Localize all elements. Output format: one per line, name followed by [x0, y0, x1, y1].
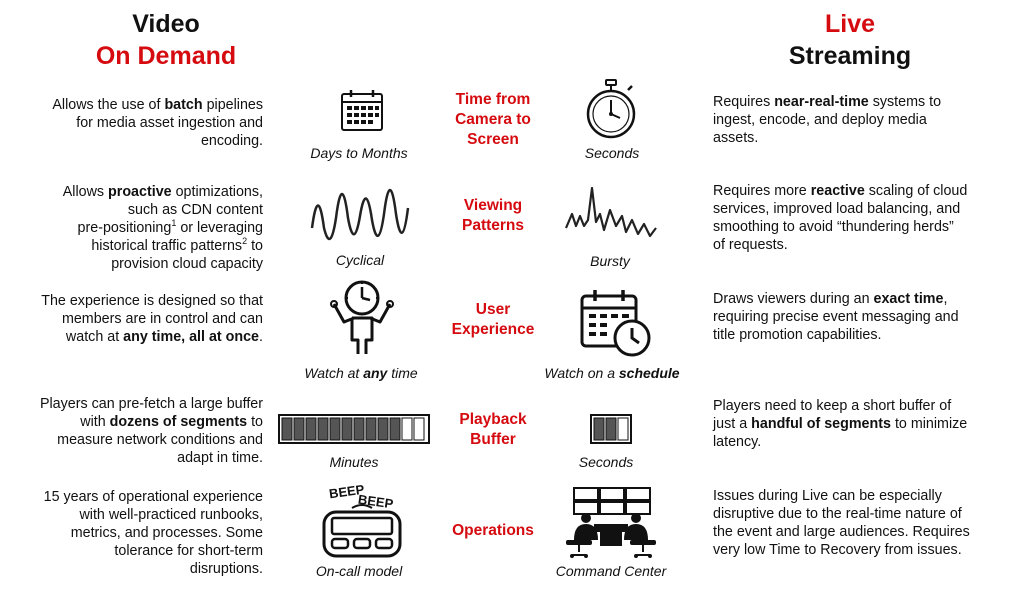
- vod-experience-text: The experience is designed so that membe…: [41, 293, 263, 345]
- live-buffer-text: Players need to keep a short buffer of j…: [713, 398, 968, 450]
- stopwatch-icon: [586, 79, 636, 139]
- live-ingest-text: Requires near-real-time systems to inges…: [713, 94, 942, 146]
- seconds-caption-row1: Seconds: [584, 145, 640, 161]
- calendar-icon: [341, 90, 383, 131]
- days-to-months-caption: Days to Months: [310, 145, 408, 161]
- short-buffer-icon: [590, 414, 632, 444]
- seconds-caption-row4: Seconds: [578, 454, 634, 470]
- live-header-line1: Live: [824, 10, 876, 38]
- minutes-caption: Minutes: [329, 454, 379, 470]
- vod-header-line1: Video: [132, 10, 200, 38]
- bursty-wave-icon: [564, 186, 657, 238]
- vod-header-line2: On Demand: [95, 42, 237, 70]
- live-operations-text: Issues during Live can be especially dis…: [713, 488, 970, 558]
- on-call-model-caption: On-call model: [315, 563, 403, 579]
- vod-viewing-text: Allows proactive optimizations, such as …: [62, 184, 263, 272]
- category-user-experience: User Experience: [451, 301, 535, 338]
- vod-header: Video On Demand: [66, 8, 266, 72]
- long-buffer-icon: [278, 414, 430, 444]
- bursty-caption: Bursty: [590, 253, 630, 269]
- pager-icon: [322, 504, 402, 558]
- vod-ingest-text: Allows the use of batch pipelines for me…: [52, 97, 263, 149]
- cyclical-caption: Cyclical: [335, 252, 385, 268]
- vod-buffer-text: Players can pre-fetch a large buffer wit…: [39, 396, 263, 466]
- command-center-icon: [566, 487, 656, 558]
- person-with-clock-icon: [330, 280, 394, 354]
- category-operations: Operations: [452, 522, 534, 539]
- category-time-to-screen: Time from Camera to Screen: [455, 91, 531, 148]
- category-playback-buffer: Playback Buffer: [459, 411, 527, 448]
- live-experience-text: Draws viewers during an exact time, requ…: [713, 291, 959, 343]
- live-header: Live Streaming: [750, 8, 950, 72]
- live-header-line2: Streaming: [788, 42, 912, 70]
- cyclical-wave-icon: [310, 189, 410, 240]
- category-viewing-patterns: Viewing Patterns: [461, 197, 525, 234]
- watch-on-schedule-caption: Watch on a schedule: [544, 365, 680, 381]
- live-viewing-text: Requires more reactive scaling of cloud …: [713, 183, 968, 253]
- vod-operations-text: 15 years of operational experience with …: [43, 489, 263, 577]
- calendar-clock-icon: [580, 290, 651, 357]
- command-center-caption: Command Center: [555, 563, 667, 579]
- watch-any-time-caption: Watch at any time: [304, 365, 418, 381]
